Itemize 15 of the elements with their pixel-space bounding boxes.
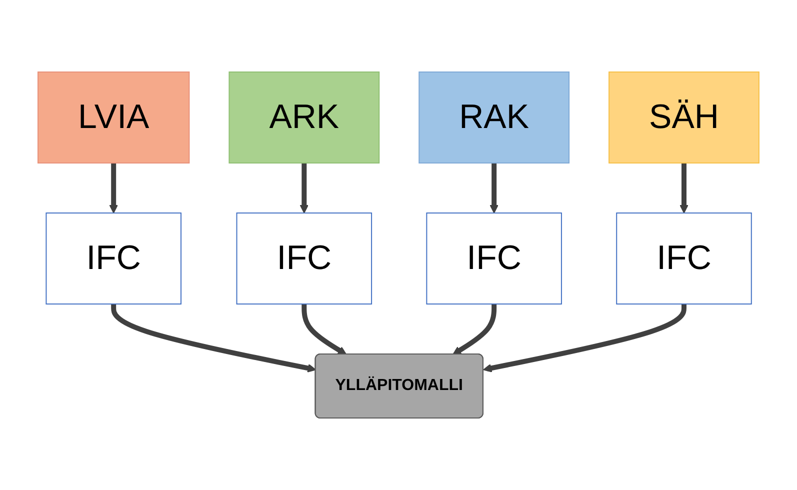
node-box: LVIA [38,72,190,164]
arrow [300,163,309,214]
node-box: SÄH [608,72,760,164]
arrow [680,163,688,214]
node-box: ARK [228,72,380,164]
node-box: IFC [46,212,182,304]
arrow [490,163,498,214]
arrow [109,163,118,214]
node-box: IFC [236,212,372,304]
node-box: IFC [616,212,752,304]
node-box: IFC [426,212,562,304]
arrow [302,304,347,355]
node-box: RAK [418,72,570,164]
arrow [452,304,497,355]
arrow [111,304,316,372]
